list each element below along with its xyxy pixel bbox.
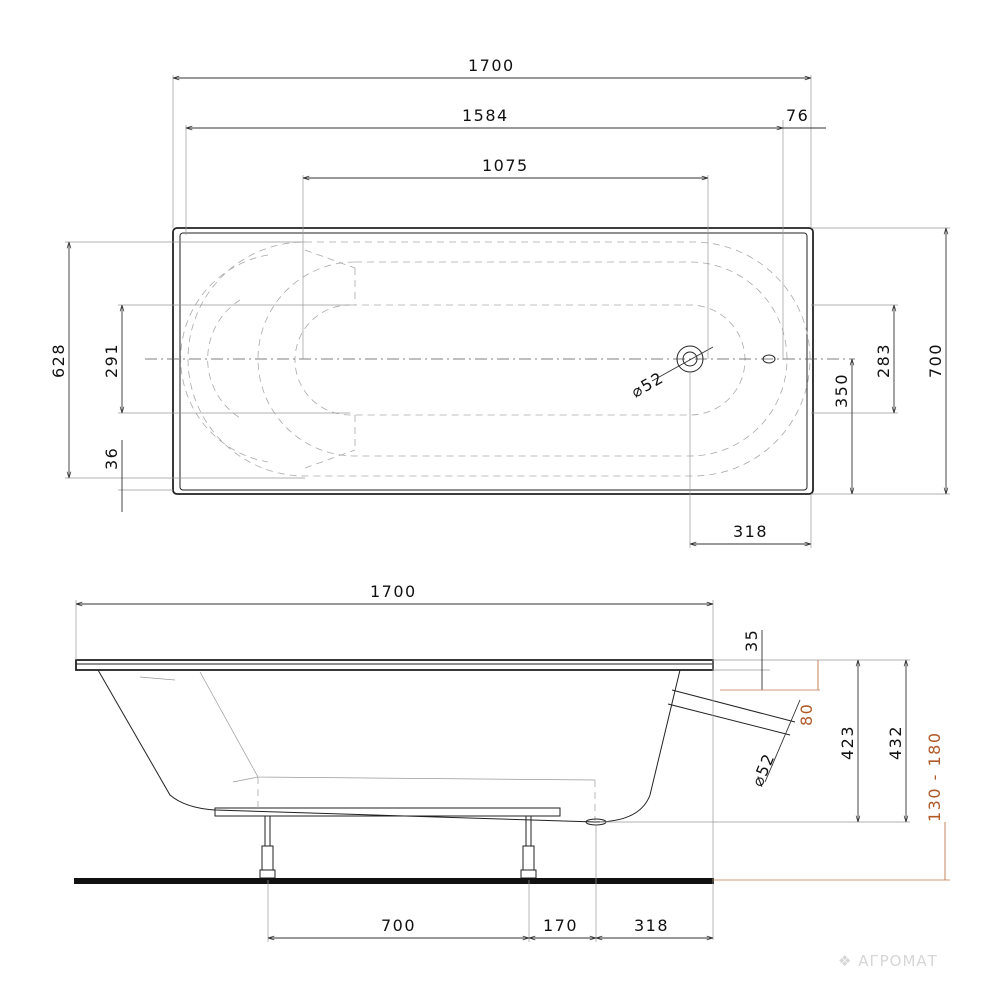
backrest-line-bottom xyxy=(304,449,356,469)
dim-1700-side: 1700 xyxy=(370,582,417,601)
dim-1075: 1075 xyxy=(482,156,529,175)
leg-left xyxy=(259,815,276,879)
drain-hole xyxy=(682,351,698,367)
floor xyxy=(74,878,714,884)
overflow-diameter-label: ⌀52 xyxy=(748,750,779,789)
dim-1700-top: 1700 xyxy=(468,56,515,75)
dim-423: 423 xyxy=(838,725,857,760)
dim-628: 628 xyxy=(49,343,68,378)
dim-432: 432 xyxy=(886,725,905,760)
overflow-hole xyxy=(762,354,776,364)
head-arc xyxy=(180,254,269,463)
side-view: ⌀52 1700 35 80 423 432 130 - 180 700 xyxy=(74,582,950,942)
top-view: ⌀52 1700 1584 76 1075 628 291 36 xyxy=(49,56,950,548)
dim-130-180: 130 - 180 xyxy=(925,731,944,822)
dim-36: 36 xyxy=(102,447,121,470)
bathtub-rim-inner-line xyxy=(179,232,808,491)
leg-right xyxy=(520,815,537,879)
dim-35: 35 xyxy=(742,629,761,652)
drain-diameter-label: ⌀52 xyxy=(628,368,667,402)
dim-700-side: 700 xyxy=(381,916,416,935)
inner-floor-line xyxy=(199,671,596,781)
support-frame xyxy=(214,807,561,817)
dim-350: 350 xyxy=(832,373,851,408)
dim-318-side: 318 xyxy=(634,916,669,935)
dim-283: 283 xyxy=(874,343,893,378)
drain-diameter-leader xyxy=(651,346,714,382)
overflow-pipe-top xyxy=(671,689,796,723)
backrest-line-top xyxy=(304,249,356,269)
head-arc-inner xyxy=(207,299,241,419)
dim-318-top: 318 xyxy=(733,522,768,541)
bathtub-outline-top xyxy=(172,227,814,495)
overflow-pipe-bottom xyxy=(667,703,791,736)
rim-side xyxy=(75,659,714,671)
dim-170: 170 xyxy=(543,916,578,935)
overflow-diameter-leader xyxy=(764,699,801,783)
dim-700-right: 700 xyxy=(926,343,945,378)
inner-top-edge xyxy=(139,676,176,681)
dim-291: 291 xyxy=(102,343,121,378)
bathtub-body-side xyxy=(97,669,681,823)
watermark: ❖ АГРОМАТ xyxy=(838,952,938,970)
dim-1584: 1584 xyxy=(462,106,509,125)
inner-floor-edge xyxy=(232,776,259,783)
dim-80: 80 xyxy=(797,703,816,726)
dim-76: 76 xyxy=(786,106,809,125)
